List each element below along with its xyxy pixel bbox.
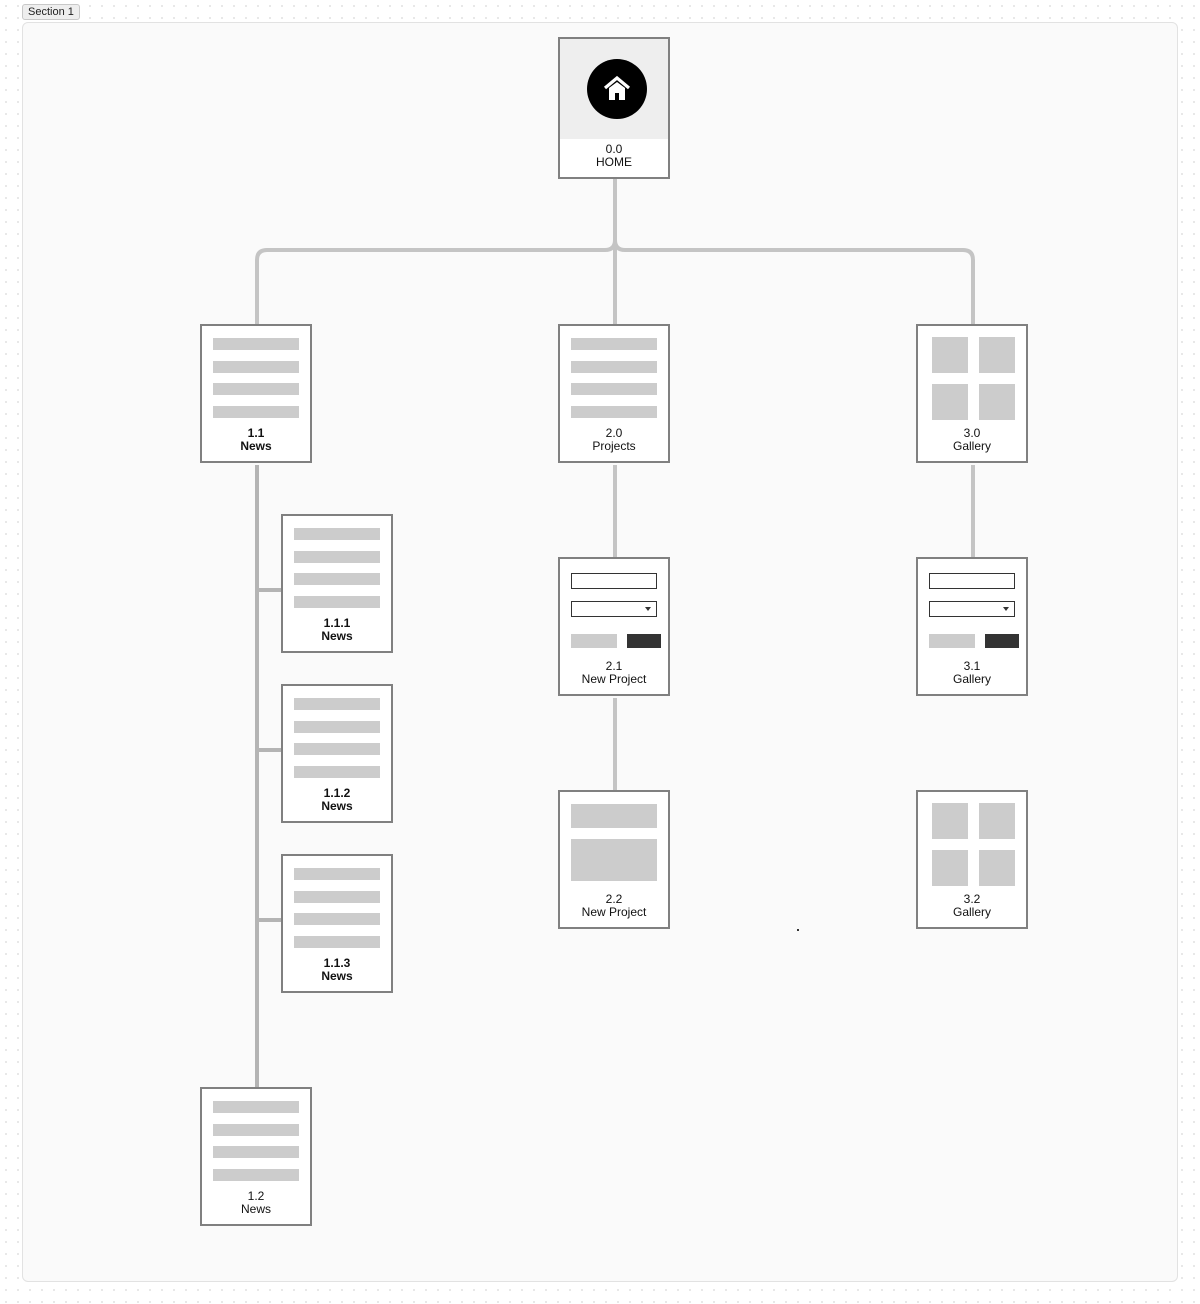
text-line-placeholder <box>213 338 299 350</box>
node-title: New Project <box>581 672 647 686</box>
node-title: New Project <box>581 905 647 919</box>
node-number: 1.1.3 <box>323 956 351 970</box>
text-line-placeholder <box>213 406 299 418</box>
text-line-placeholder <box>571 406 657 418</box>
node-gallery-3-1[interactable]: 3.1 Gallery <box>916 557 1028 696</box>
text-line-placeholder <box>294 913 380 925</box>
node-new-project-2-2[interactable]: 2.2 New Project <box>558 790 670 929</box>
node-caption: 1.1.3 News <box>283 957 391 983</box>
text-field-placeholder <box>929 573 1015 589</box>
node-new-project[interactable]: 2.1 New Project <box>558 557 670 696</box>
text-line-placeholder <box>213 361 299 373</box>
section-label[interactable]: Section 1 <box>22 4 80 20</box>
home-icon <box>603 75 631 100</box>
node-gallery[interactable]: 3.0 Gallery <box>916 324 1028 463</box>
text-line-placeholder <box>571 383 657 395</box>
text-line-placeholder <box>213 383 299 395</box>
node-number: 2.0 <box>605 426 623 440</box>
text-line-placeholder <box>294 596 380 608</box>
node-news-1-1-3[interactable]: 1.1.3 News <box>281 854 393 993</box>
home-icon-badge <box>587 59 647 119</box>
node-title: News <box>321 799 353 813</box>
node-caption: 3.1 Gallery <box>918 660 1026 686</box>
node-caption: 3.0 Gallery <box>918 427 1026 453</box>
text-line-placeholder <box>294 743 380 755</box>
connector-home-to-gallery <box>613 178 975 324</box>
node-number: 0.0 <box>605 142 623 156</box>
text-line-placeholder <box>294 573 380 585</box>
text-line-placeholder <box>294 551 380 563</box>
secondary-button-placeholder <box>929 634 975 648</box>
dropdown-placeholder <box>929 601 1015 617</box>
node-caption: 1.1.2 News <box>283 787 391 813</box>
chevron-down-icon <box>645 607 651 611</box>
text-line-placeholder <box>571 361 657 373</box>
node-news[interactable]: 1.1 News <box>200 324 312 463</box>
text-line-placeholder <box>294 868 380 880</box>
image-tile-placeholder <box>979 337 1015 373</box>
node-caption: 1.2 News <box>202 1190 310 1216</box>
text-line-placeholder <box>294 698 380 710</box>
node-title: Projects <box>592 439 636 453</box>
node-title: Gallery <box>952 439 991 453</box>
image-tile-placeholder <box>932 384 968 420</box>
text-line-placeholder <box>213 1124 299 1136</box>
node-title: News <box>321 969 353 983</box>
chevron-down-icon <box>1003 607 1009 611</box>
node-title: News <box>240 1202 271 1216</box>
node-title: News <box>240 439 272 453</box>
image-tile-placeholder <box>979 803 1015 839</box>
node-number: 1.1 <box>247 426 265 440</box>
node-projects[interactable]: 2.0 Projects <box>558 324 670 463</box>
node-caption: 2.2 New Project <box>560 893 668 919</box>
image-tile-placeholder <box>979 850 1015 886</box>
text-line-placeholder <box>213 1101 299 1113</box>
node-caption: 1.1 News <box>202 427 310 453</box>
text-line-placeholder <box>294 766 380 778</box>
text-line-placeholder <box>294 936 380 948</box>
text-field-placeholder <box>571 573 657 589</box>
image-tile-placeholder <box>979 384 1015 420</box>
node-number: 2.2 <box>605 892 623 906</box>
node-number: 1.1.2 <box>323 786 351 800</box>
node-caption: 0.0 HOME <box>560 143 668 169</box>
node-home[interactable]: 0.0 HOME <box>558 37 670 179</box>
node-news-1-1-2[interactable]: 1.1.2 News <box>281 684 393 823</box>
primary-button-placeholder <box>627 634 661 648</box>
text-line-placeholder <box>213 1169 299 1181</box>
node-number: 3.1 <box>963 659 981 673</box>
node-number: 3.0 <box>963 426 981 440</box>
content-block-placeholder <box>571 839 657 881</box>
primary-button-placeholder <box>985 634 1019 648</box>
node-caption: 1.1.1 News <box>283 617 391 643</box>
node-title: Gallery <box>952 905 991 919</box>
node-caption: 3.2 Gallery <box>918 893 1026 919</box>
node-caption: 2.1 New Project <box>560 660 668 686</box>
node-number: 2.1 <box>605 659 623 673</box>
dropdown-placeholder <box>571 601 657 617</box>
node-caption: 2.0 Projects <box>560 427 668 453</box>
connector-home-to-news <box>255 178 617 324</box>
node-number: 3.2 <box>963 892 981 906</box>
text-line-placeholder <box>213 1146 299 1158</box>
node-title: News <box>321 629 353 643</box>
node-title: HOME <box>596 155 632 169</box>
text-line-placeholder <box>294 721 380 733</box>
node-news-1-1-1[interactable]: 1.1.1 News <box>281 514 393 653</box>
image-tile-placeholder <box>932 337 968 373</box>
image-tile-placeholder <box>932 850 968 886</box>
text-line-placeholder <box>294 528 380 540</box>
header-block-placeholder <box>571 804 657 828</box>
secondary-button-placeholder <box>571 634 617 648</box>
node-number: 1.1.1 <box>323 616 351 630</box>
node-news-1-2[interactable]: 1.2 News <box>200 1087 312 1226</box>
node-title: Gallery <box>952 672 991 686</box>
text-line-placeholder <box>294 891 380 903</box>
image-tile-placeholder <box>932 803 968 839</box>
text-line-placeholder <box>571 338 657 350</box>
node-number: 1.2 <box>247 1189 265 1203</box>
stray-dot <box>797 929 799 931</box>
node-gallery-3-2[interactable]: 3.2 Gallery <box>916 790 1028 929</box>
